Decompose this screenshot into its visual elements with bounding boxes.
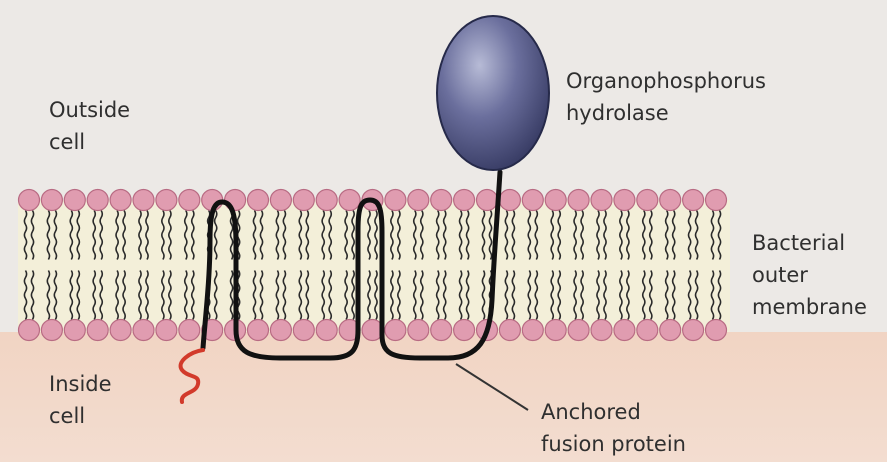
outer-leaflet-head: [614, 190, 635, 211]
inside-cell-line-2: cell: [49, 404, 85, 428]
outer-leaflet-head: [477, 190, 498, 211]
fusion-label-line-2: fusion protein: [541, 432, 686, 456]
outer-leaflet-head: [499, 190, 520, 211]
inner-leaflet-head: [110, 320, 131, 341]
inner-leaflet-head: [545, 320, 566, 341]
outer-leaflet-head: [133, 190, 154, 211]
inner-leaflet-head: [408, 320, 429, 341]
inner-leaflet-head: [133, 320, 154, 341]
inner-leaflet-head: [179, 320, 200, 341]
outer-leaflet-head: [568, 190, 589, 211]
inner-leaflet-head: [293, 320, 314, 341]
outside-cell-line-1: Outside: [49, 98, 130, 122]
membrane-label-line-1: Bacterial: [752, 231, 845, 255]
inner-leaflet-head: [87, 320, 108, 341]
inside-cell-region: [0, 332, 887, 462]
outer-leaflet-head: [156, 190, 177, 211]
inner-leaflet-head: [614, 320, 635, 341]
outer-leaflet-head: [19, 190, 40, 211]
inner-leaflet-head: [270, 320, 291, 341]
inner-leaflet-head: [499, 320, 520, 341]
inner-leaflet-head: [522, 320, 543, 341]
membrane-label-line-2: outer: [752, 263, 808, 287]
outer-leaflet-head: [110, 190, 131, 211]
outer-leaflet-head: [454, 190, 475, 211]
inner-leaflet-head: [316, 320, 337, 341]
membrane-label-line-3: membrane: [752, 295, 867, 319]
outer-leaflet-head: [41, 190, 62, 211]
inner-leaflet-head: [568, 320, 589, 341]
outer-leaflet-head: [293, 190, 314, 211]
outer-leaflet-head: [179, 190, 200, 211]
inner-leaflet-head: [248, 320, 269, 341]
outer-leaflet-head: [683, 190, 704, 211]
inside-cell-line-1: Inside: [49, 372, 112, 396]
outer-leaflet-head: [706, 190, 727, 211]
inner-leaflet-head: [637, 320, 658, 341]
inner-leaflet-head: [683, 320, 704, 341]
inner-leaflet-head: [706, 320, 727, 341]
outer-leaflet-head: [339, 190, 360, 211]
membrane-label: Bacterial outer membrane: [752, 231, 867, 319]
inner-leaflet-head: [64, 320, 85, 341]
outer-leaflet-head: [408, 190, 429, 211]
outer-leaflet-head: [545, 190, 566, 211]
outer-leaflet-head: [385, 190, 406, 211]
inner-leaflet-head: [156, 320, 177, 341]
inner-leaflet-head: [454, 320, 475, 341]
outer-leaflet-head: [522, 190, 543, 211]
inner-leaflet-head: [660, 320, 681, 341]
organophosphorus-hydrolase-enzyme: [437, 16, 549, 170]
fusion-label-line-1: Anchored: [541, 400, 641, 424]
outer-leaflet-head: [637, 190, 658, 211]
inner-leaflet-head: [19, 320, 40, 341]
outer-leaflet-head: [64, 190, 85, 211]
outer-leaflet-head: [660, 190, 681, 211]
outside-cell-line-2: cell: [49, 130, 85, 154]
outer-leaflet-head: [591, 190, 612, 211]
inner-leaflet-head: [41, 320, 62, 341]
enzyme-label-line-1: Organophosphorus: [566, 69, 766, 93]
outer-leaflet-head: [87, 190, 108, 211]
enzyme-label-line-2: hydrolase: [566, 101, 669, 125]
outside-cell-label: Outside cell: [49, 98, 137, 154]
outer-leaflet-head: [248, 190, 269, 211]
inner-leaflet-head: [431, 320, 452, 341]
inner-leaflet-head: [385, 320, 406, 341]
enzyme-label: Organophosphorus hydrolase: [566, 69, 773, 125]
outer-leaflet-head: [316, 190, 337, 211]
outer-leaflet-head: [431, 190, 452, 211]
outer-leaflet-head: [270, 190, 291, 211]
inner-leaflet-head: [591, 320, 612, 341]
